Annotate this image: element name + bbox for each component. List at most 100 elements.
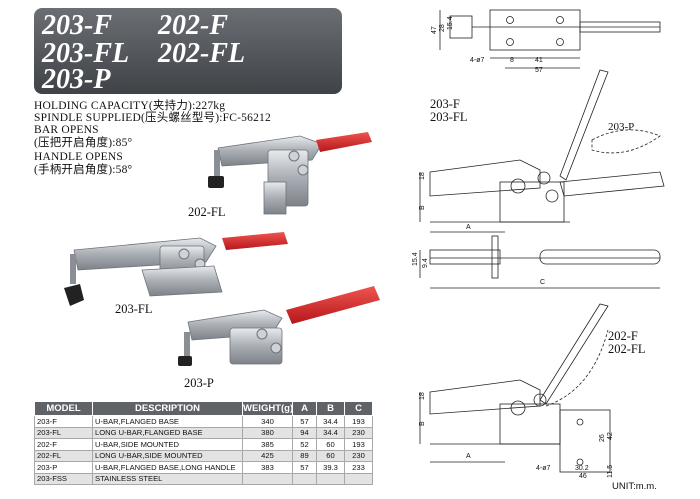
photo-label-203-fl: 203-FL [115,302,153,316]
dim-18-b: 18 [419,392,426,400]
cell-description: U-BAR,FLANGED BASE [92,415,243,428]
dim-46: 46 [579,473,587,480]
handle-opens-value: (手柄开启角度):58° [34,164,133,176]
dim-8: 8 [510,57,514,64]
model-name: 202-F [158,10,228,41]
spindle-supplied: SPINDLE SUPPLIED(压头螺丝型号):FC-56212 [34,112,271,124]
drawing-label-203-p: 203-P [608,121,635,133]
cell-b [316,472,345,485]
col-a: A [292,401,317,416]
cell-description: LONG U-BAR,SIDE MOUNTED [92,449,243,462]
drawing-label-202-fl: 202-FL [608,342,646,356]
cell-b: 60 [316,438,345,451]
unit-label: UNIT:m.m. [612,481,657,492]
cell-model: 203-F [34,415,93,428]
model-name: 202-FL [158,38,246,69]
model-name: 203-FL [42,38,130,69]
table-row: 202-FL LONG U-BAR,SIDE MOUNTED 425 89 60… [34,449,373,462]
dim-26: 26 [599,434,606,442]
cell-description: U-BAR,SIDE MOUNTED [92,438,243,451]
dim-a-2: A [466,453,471,460]
cell-a: 57 [292,461,317,474]
cell-a: 52 [292,438,317,451]
cell-weight: 385 [242,438,293,451]
drawing-side-mounted [419,303,611,473]
drawing-label-203-fl: 203-FL [430,110,468,124]
photo-label-203-p: 203-P [184,376,214,390]
model-name: 203-P [42,64,111,95]
cell-a [292,472,317,485]
cell-c: 233 [344,461,373,474]
cell-c: 230 [344,426,373,439]
dim-9-4: 9.4 [422,258,429,268]
cell-weight: 380 [242,426,293,439]
cell-a: 94 [292,426,317,439]
model-name: 203-F [42,10,112,41]
dim-28: 28 [439,24,446,32]
cell-b: 34.4 [316,415,345,428]
dim-4-holes-b: 4-ø7 [536,465,551,472]
dim-a: A [466,224,471,231]
drawing-side-view [419,69,665,233]
bar-opens-value: (压把开启角度):85° [34,137,133,149]
cell-c: 193 [344,438,373,451]
dim-18: 18 [419,172,426,180]
clamp-photo-203-p [178,286,380,366]
drawing-top-view [439,9,661,69]
drawing-label-203-f: 203-F [430,97,460,111]
table-row: 203-F U-BAR,FLANGED BASE 340 57 34.4 193 [34,415,373,428]
dim-47: 47 [431,26,438,34]
model-banner: 203-F 202-F 203-FL 202-FL 203-P [34,8,342,94]
table-row: 203-P U-BAR,FLANGED BASE,LONG HANDLE 383… [34,461,373,474]
cell-c: 230 [344,449,373,462]
drawing-label-202-f: 202-F [608,329,638,343]
cell-weight [242,472,293,485]
dim-30-2: 30.2 [575,465,589,472]
cell-weight: 383 [242,461,293,474]
dim-15-4: 15.4 [447,16,454,30]
dim-c: C [540,279,545,286]
dim-57: 57 [535,67,543,74]
holding-capacity: HOLDING CAPACITY(夹持力):227kg [34,100,226,112]
col-description: DESCRIPTION [92,401,243,416]
cell-description: LONG U-BAR,FLANGED BASE [92,426,243,439]
dim-15-4-b: 15.4 [412,252,419,266]
cell-model: 203-FSS [34,472,93,485]
cell-c: 193 [344,415,373,428]
table-row: 203-FSS STAINLESS STEEL [34,472,373,485]
col-model: MODEL [34,401,93,416]
clamp-photo-203-fl [64,232,288,306]
cell-description: STAINLESS STEEL [92,472,243,485]
cell-b: 34.4 [316,426,345,439]
cell-weight: 425 [242,449,293,462]
dim-41: 41 [535,57,543,64]
cell-model: 203-P [34,461,93,474]
cell-weight: 340 [242,415,293,428]
cell-description: U-BAR,FLANGED BASE,LONG HANDLE [92,461,243,474]
clamp-photo-202-fl [208,132,372,215]
bar-opens-title: BAR OPENS [34,124,99,136]
col-b: B [316,401,345,416]
dim-11-5: 11.5 [607,465,614,478]
col-weight: WEIGHT(g) [242,401,294,416]
dim-b-2: B [419,421,426,426]
dim-b: B [419,205,426,210]
dim-4-holes: 4-ø7 [470,57,485,64]
cell-model: 202-FL [34,449,93,462]
cell-model: 203-FL [34,426,93,439]
cell-a: 57 [292,415,317,428]
cell-model: 202-F [34,438,93,451]
table-row: 203-FL LONG U-BAR,FLANGED BASE 380 94 34… [34,426,373,439]
handle-opens-title: HANDLE OPENS [34,151,123,163]
col-c: C [344,401,373,416]
cell-c [344,472,373,485]
table-header-row: MODEL DESCRIPTION WEIGHT(g) A B C [34,401,373,416]
dim-42: 42 [607,432,614,440]
table-row: 202-F U-BAR,SIDE MOUNTED 385 52 60 193 [34,438,373,451]
drawing-section-view [419,235,661,289]
cell-b: 60 [316,449,345,462]
spec-table: MODEL DESCRIPTION WEIGHT(g) A B C 203-F … [34,401,373,485]
cell-b: 39.3 [316,461,345,474]
cell-a: 89 [292,449,317,462]
